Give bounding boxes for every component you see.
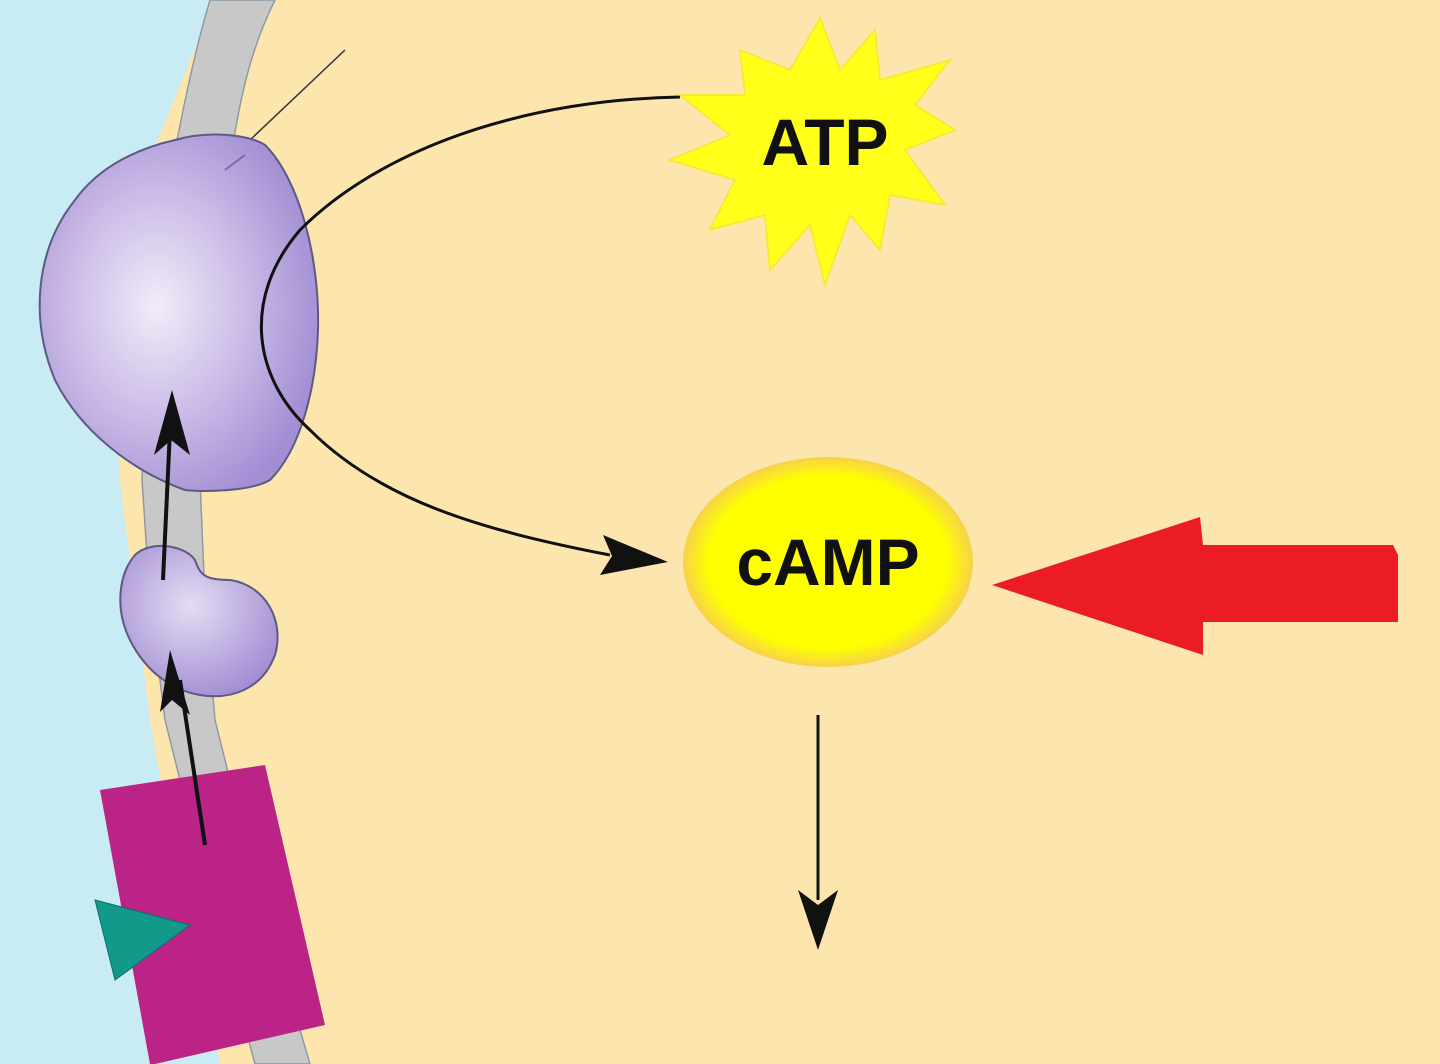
adenylyl-cyclase (38, 133, 320, 492)
arrowhead-icon (160, 650, 190, 715)
atp-node: ATP (667, 15, 958, 289)
membrane-line (249, 49, 346, 141)
atp-label: ATP (761, 105, 888, 179)
highlight-arrow-icon (992, 517, 1398, 655)
activation-arrow-gprotein-cyclase (161, 429, 172, 581)
camp-label: cAMP (736, 525, 919, 599)
g-protein (119, 544, 279, 698)
starburst-icon (667, 15, 958, 289)
arrowhead-icon (154, 390, 190, 455)
camp-node: cAMP (683, 457, 973, 667)
arrowhead-icon (798, 890, 838, 950)
arrowhead-icon (600, 535, 668, 575)
ligand-icon (94, 899, 192, 981)
conversion-arrow-atp-camp (259, 95, 681, 557)
receptor (100, 765, 325, 1064)
